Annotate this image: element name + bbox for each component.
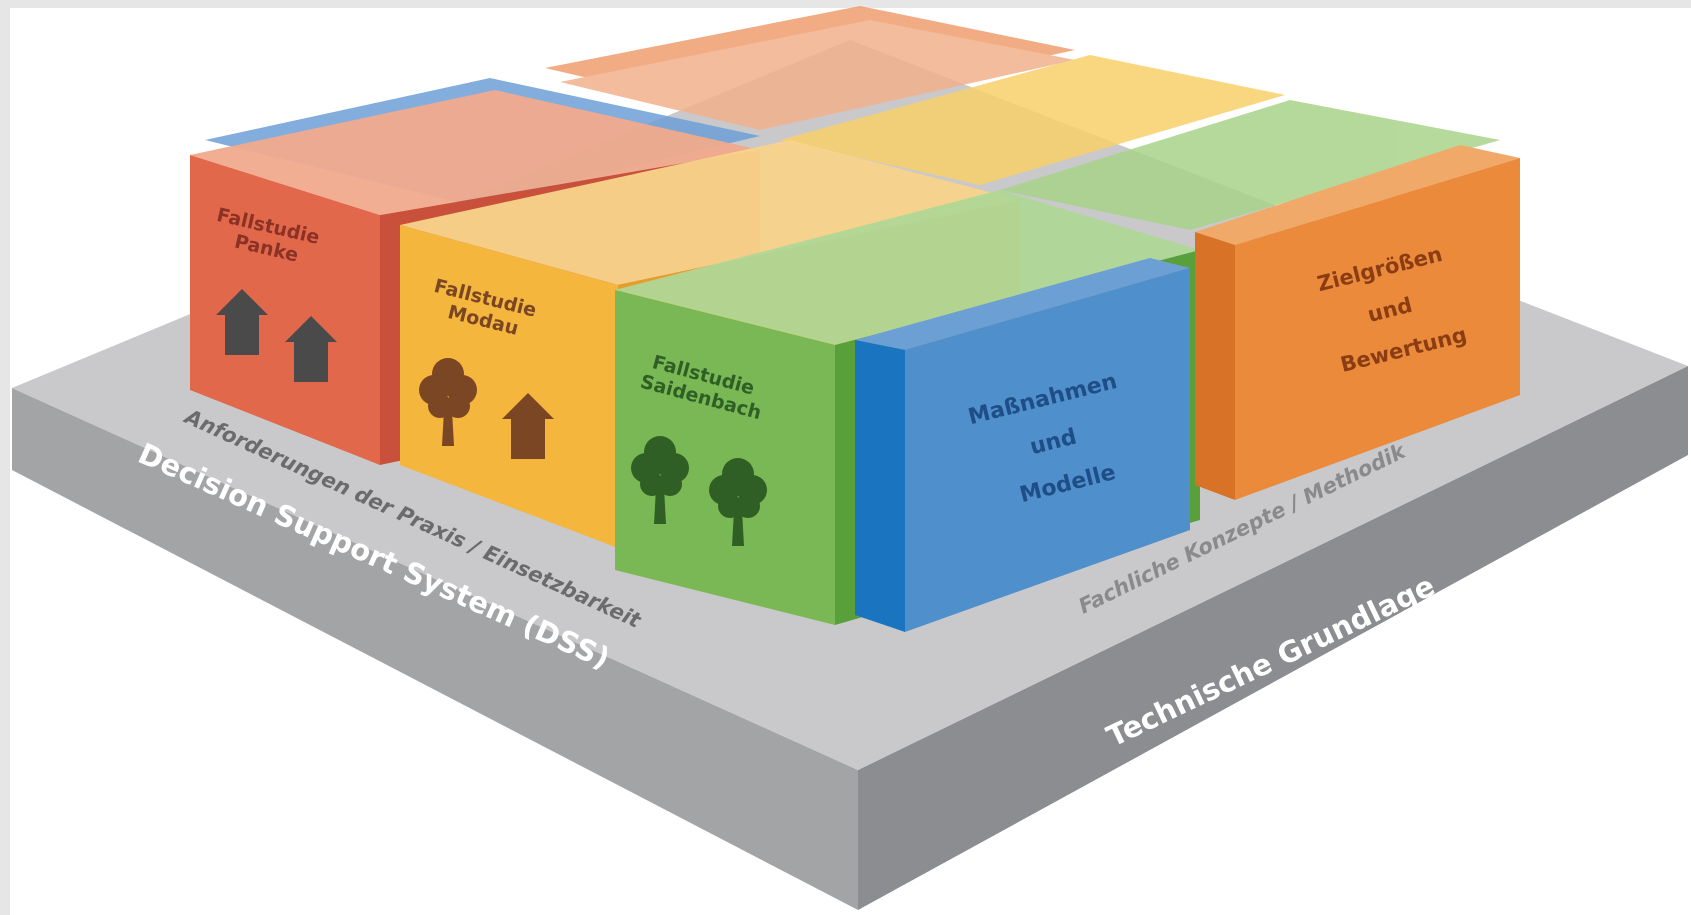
platform-front-right-side: [858, 366, 1688, 910]
block-massnahmen: Maßnahmen und Modelle: [855, 258, 1190, 632]
block-zielgroessen: Zielgrößen und Bewertung: [1195, 145, 1520, 500]
platform-front-left-side: [12, 388, 858, 910]
